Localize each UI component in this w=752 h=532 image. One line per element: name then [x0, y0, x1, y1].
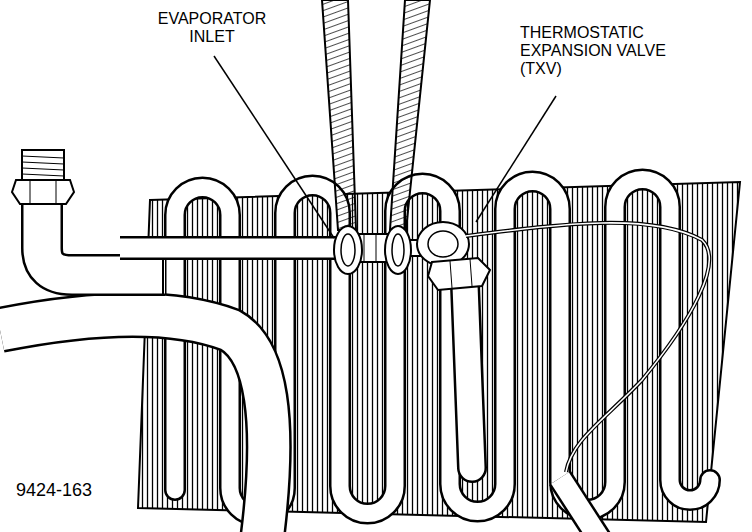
capillary-tube: [466, 223, 709, 532]
threaded-fitting: [12, 150, 74, 204]
figure-number: 9424-163: [16, 480, 92, 500]
wrench: [322, 0, 430, 274]
leader-line: [214, 56, 556, 238]
part-label: EVAPORATOR INLET: [142, 10, 282, 46]
expansion-valve: [417, 222, 490, 468]
refrigerant-lines: [0, 195, 345, 532]
part-label: THERMOSTATIC EXPANSION VALVE (TXV): [520, 24, 670, 78]
